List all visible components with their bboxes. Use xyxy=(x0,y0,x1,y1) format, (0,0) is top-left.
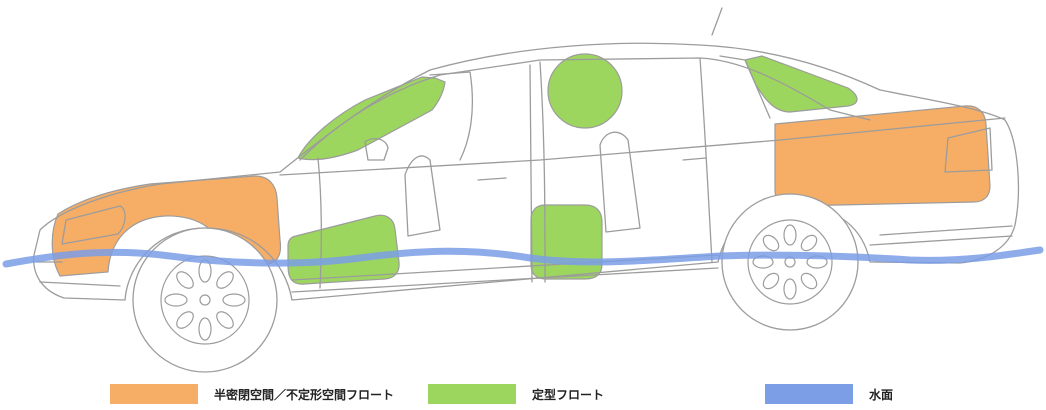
front-wheel xyxy=(132,227,278,373)
legend-item-water-surface: 水面 xyxy=(765,383,893,405)
legend-label: 水面 xyxy=(869,387,894,402)
center-pillar-float xyxy=(547,53,623,129)
windshield-float xyxy=(297,76,446,161)
legend-swatch-green xyxy=(428,384,516,404)
water-surface-line xyxy=(2,246,1044,268)
legend-item-semi-sealed: 半密閉空間／不定形空間フロート xyxy=(110,383,394,405)
legend-swatch-blue xyxy=(765,384,853,404)
front-door-float xyxy=(287,214,400,285)
trunk-float xyxy=(774,105,991,207)
legend-label: 定型フロート xyxy=(532,387,605,402)
rear-door-float xyxy=(530,204,603,280)
rear-quarter-window-float xyxy=(744,55,858,113)
legend-swatch-orange xyxy=(110,384,198,404)
rear-wheel xyxy=(721,193,859,331)
legend-item-fixed-float: 定型フロート xyxy=(428,383,604,405)
car-cross-section-illustration xyxy=(2,7,1044,373)
car-outline xyxy=(33,7,1020,301)
legend-label: 半密閉空間／不定形空間フロート xyxy=(214,387,395,402)
